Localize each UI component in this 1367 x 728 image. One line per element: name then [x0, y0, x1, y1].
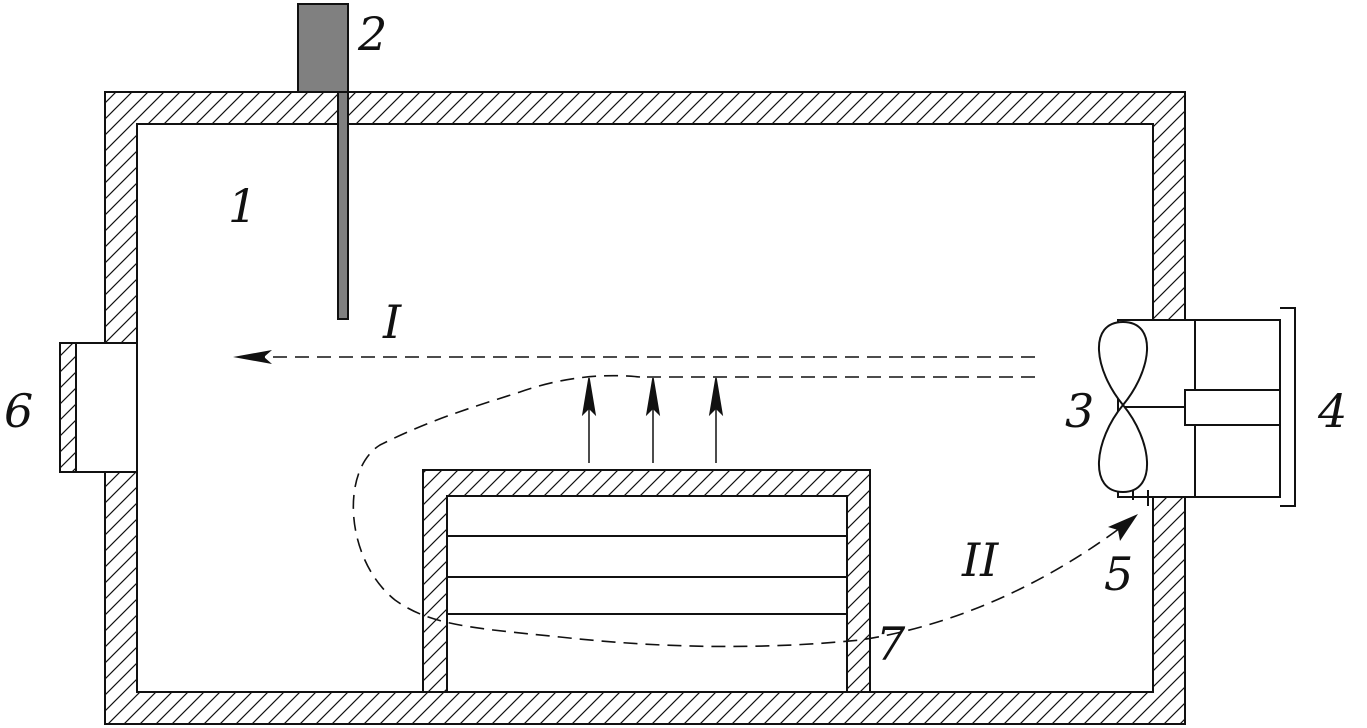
heat-arrows	[581, 377, 724, 463]
label-probe: 2	[357, 7, 387, 61]
label-stack: 7	[876, 617, 906, 671]
label-gap: 5	[1104, 547, 1133, 601]
flow-arrowhead-upper	[233, 350, 272, 364]
flow-path-upper	[262, 356, 1035, 378]
door	[59, 342, 138, 473]
label-flow-lower: II	[961, 533, 999, 587]
heater-stack	[422, 469, 871, 693]
probe	[297, 3, 349, 320]
fan-icon	[1098, 320, 1148, 494]
label-motor: 4	[1317, 384, 1347, 438]
flow-arrowhead-lower	[1108, 514, 1138, 541]
label-fan: 3	[1065, 384, 1094, 438]
label-flow-upper: I	[382, 295, 402, 349]
label-door: 6	[4, 384, 33, 438]
flow-path-lower	[352, 374, 1121, 648]
chamber-wall	[104, 91, 1186, 725]
label-chamber: 1	[228, 179, 257, 233]
